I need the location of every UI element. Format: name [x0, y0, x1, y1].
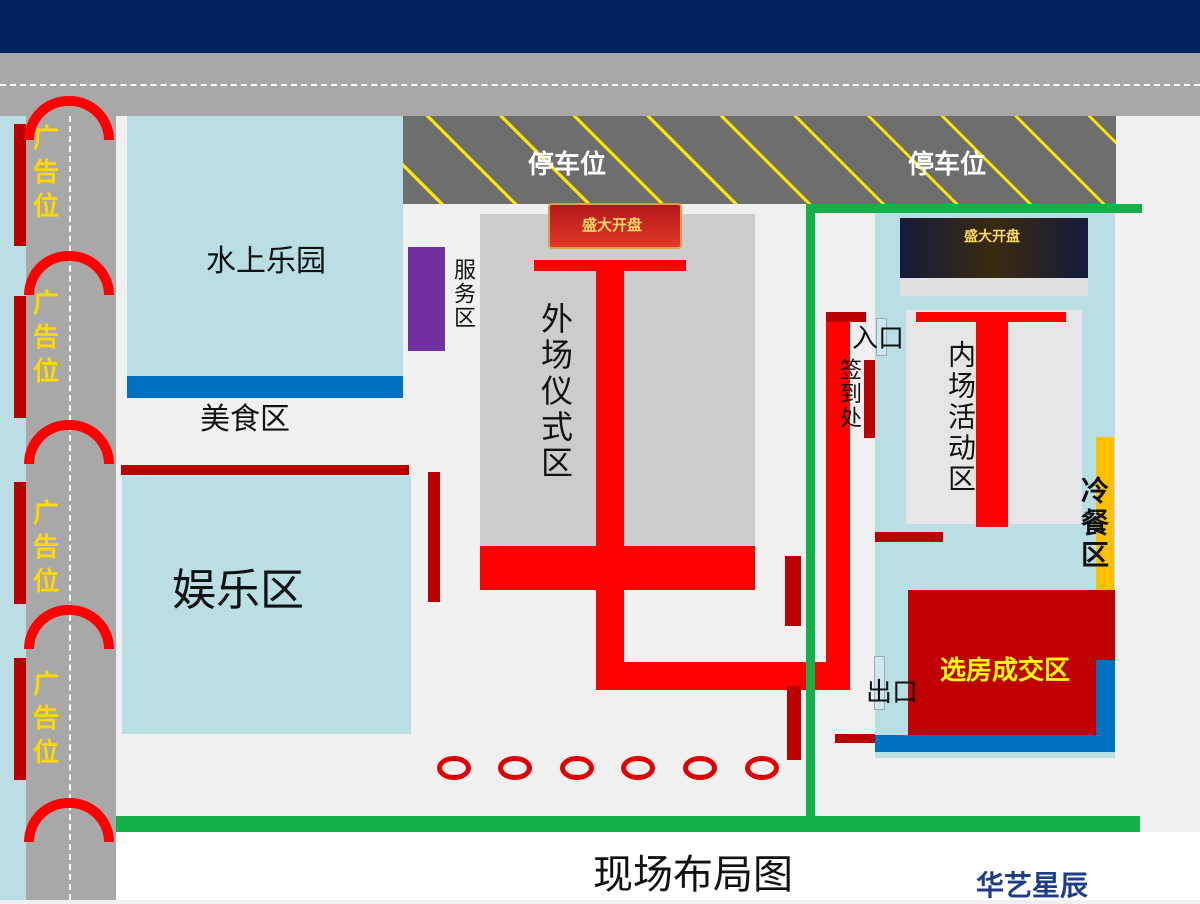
- entertainment-zone: [122, 476, 411, 734]
- exit-label: 出口: [866, 678, 919, 708]
- water-park-zone: [127, 116, 403, 376]
- green-boundary-bottom: [116, 816, 1140, 832]
- service-label: 服务区: [450, 258, 475, 330]
- decor-ring-3: [560, 756, 594, 780]
- food-bar: [127, 376, 403, 398]
- footer-title: 现场布局图: [593, 852, 793, 898]
- ceremony-carpet-stem: [596, 262, 624, 690]
- parking-right-label: 停车位: [908, 150, 987, 180]
- decor-ring-5: [683, 756, 717, 780]
- green-boundary-vertical: [806, 204, 815, 824]
- exit-bar: [835, 734, 875, 743]
- indoor-stage: [900, 278, 1088, 296]
- connect-carpet-vertical: [826, 314, 850, 690]
- ad-label-2: 广告位: [32, 289, 59, 387]
- entertainment-label: 娱乐区: [172, 565, 304, 616]
- sign-in-top-bar: [826, 312, 866, 322]
- house-deal-zone: [908, 590, 1115, 735]
- service-zone: [408, 247, 445, 351]
- cold-food-label: 冷餐区: [1077, 476, 1110, 572]
- outdoor-ceremony-label: 外场仪式区: [536, 302, 574, 482]
- path-side-bar-lower: [787, 686, 801, 760]
- ad-label-4: 广告位: [32, 670, 59, 768]
- ad-bar-1: [14, 124, 26, 246]
- vertical-road: [26, 116, 116, 900]
- ad-bar-2: [14, 296, 26, 418]
- deal-divider: [875, 532, 943, 542]
- deal-blue-side: [1096, 660, 1115, 752]
- indoor-carpet-stem: [976, 312, 1008, 527]
- horizontal-road: [0, 53, 1200, 116]
- path-side-bar-upper: [785, 556, 801, 626]
- green-boundary-top: [806, 204, 1142, 213]
- parking-left-label: 停车位: [528, 150, 607, 180]
- header-bar: [0, 0, 1200, 53]
- indoor-screen: [900, 218, 1088, 278]
- ad-label-1: 广告位: [32, 124, 59, 222]
- cold-food-bar: [1096, 437, 1114, 592]
- decor-ring-6: [745, 756, 779, 780]
- footer-bg: [116, 832, 1200, 900]
- house-deal-label: 选房成交区: [940, 656, 1071, 686]
- stage-banner-text: 盛大开盘: [582, 216, 643, 234]
- ceremony-carpet-wide: [480, 546, 755, 590]
- ad-label-3: 广告位: [32, 499, 59, 597]
- ad-bar-4: [14, 658, 26, 780]
- exit-door: [874, 656, 885, 710]
- water-park-label: 水上乐园: [206, 244, 326, 279]
- ad-bar-3: [14, 482, 26, 604]
- deal-blue-bottom: [875, 735, 1115, 752]
- entrance-label: 入口: [852, 324, 905, 354]
- decor-ring-4: [621, 756, 655, 780]
- road-centerline: [0, 84, 1200, 86]
- entrance-door: [876, 318, 887, 356]
- indoor-activity-label: 内场活动区: [944, 340, 977, 495]
- sign-in-label: 签到处: [836, 358, 861, 430]
- parking-area: [403, 116, 1116, 204]
- entertainment-top-bar: [121, 465, 409, 475]
- indoor-screen-text: 盛大开盘: [964, 229, 1020, 245]
- vertical-road-centerline: [69, 116, 71, 900]
- decor-ring-2: [498, 756, 532, 780]
- sign-in-desk: [864, 360, 875, 438]
- food-label: 美食区: [200, 402, 290, 437]
- decor-ring-1: [437, 756, 471, 780]
- entertainment-side-bar: [428, 472, 440, 602]
- footer-brand: 华艺星辰: [976, 869, 1089, 902]
- stage-banner: [548, 203, 682, 249]
